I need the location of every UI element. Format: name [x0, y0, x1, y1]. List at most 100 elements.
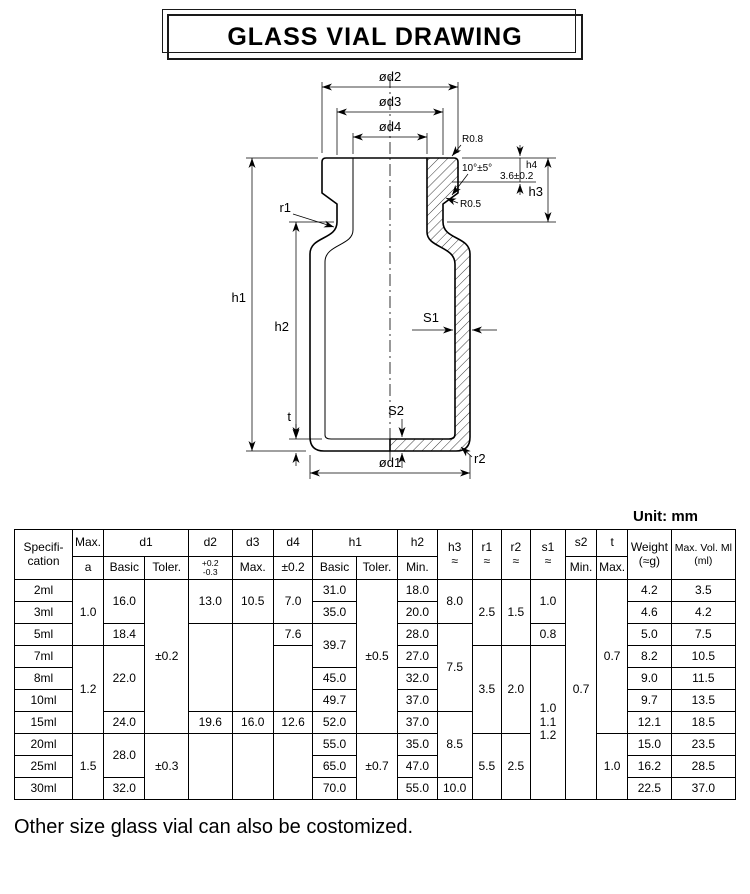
row-label-15ml: 15ml	[14, 711, 73, 734]
dim-od2: ød2	[321, 69, 459, 153]
cell-weight: 4.2	[627, 579, 672, 602]
row-label-10ml: 10ml	[14, 689, 73, 712]
cell-t: 1.0	[596, 733, 629, 800]
table-row: 20ml 1.5 28.0 ±0.3 55.0 ±0.7 35.0 5.5 2.…	[14, 733, 737, 800]
cell-h2: 18.0	[397, 579, 438, 602]
subheader-h1-basic: Basic	[312, 556, 357, 580]
dim-label-od3: ød3	[379, 94, 401, 109]
table-row: 30ml 32.0 70.0 55.0 10.0 22.5 37.0	[14, 777, 737, 800]
cell-h1-basic: 35.0	[312, 601, 357, 624]
cell-weight: 12.1	[627, 711, 672, 734]
dim-label-h1: h1	[232, 290, 246, 305]
dim-label-t: t	[287, 409, 291, 424]
dim-label-angle: 10°±5°	[462, 163, 492, 174]
col-header-h1: h1	[312, 529, 399, 557]
cell-d3: 16.0	[231, 711, 274, 734]
cell-h1-basic: 70.0	[312, 777, 357, 800]
dim-label-r2: r2	[474, 451, 486, 466]
dim-label-r05: R0.5	[460, 199, 482, 210]
dim-taper-angle: 10°±5°	[451, 163, 492, 196]
dim-label-h4-value: 3.6±0.2	[500, 171, 534, 182]
cell-vol: 28.5	[670, 755, 737, 778]
col-header-d4: d4	[272, 529, 314, 557]
table-row: 3ml 35.0 20.0 4.6 4.2	[14, 601, 737, 624]
table-row: 10ml 49.7 37.0 9.7 13.5	[14, 689, 737, 712]
col-header-d1: d1	[103, 529, 189, 557]
row-label-8ml: 8ml	[14, 667, 73, 690]
cell-vol: 23.5	[670, 733, 737, 756]
cell-h2: 28.0	[397, 623, 438, 646]
cell-h3: 7.5	[436, 623, 473, 712]
dim-r2: r2	[460, 446, 486, 466]
dim-label-h2: h2	[275, 319, 289, 334]
subheader-d4-tol: ±0.2	[272, 556, 314, 580]
cell-r1: 5.5	[471, 733, 502, 800]
cell-d1-basic: 16.0	[103, 579, 146, 624]
cell-h2: 20.0	[397, 601, 438, 624]
cell-h1-basic: 39.7	[312, 623, 357, 668]
row-label-2ml: 2ml	[14, 579, 73, 602]
title-wrap: GLASS VIAL DRAWING	[0, 0, 750, 60]
cell-h2: 47.0	[397, 755, 438, 778]
dim-s1: S1	[412, 310, 497, 334]
unit-label: Unit: mm	[633, 508, 698, 525]
cell-vol: 13.5	[670, 689, 737, 712]
subheader-d3-max: Max.	[231, 556, 274, 580]
col-header-d3: d3	[231, 529, 274, 557]
cell-r1: 3.5	[471, 645, 502, 734]
table-row: 5ml 18.4 7.6 39.7 28.0 7.5 0.8 5.0 7.5	[14, 623, 737, 712]
dim-h1: h1	[232, 157, 318, 452]
dim-od4: ød4	[352, 119, 428, 154]
col-header-s1: s1≈	[529, 529, 567, 580]
dim-label-s2: S2	[388, 403, 404, 418]
cell-d3-empty	[231, 733, 274, 800]
col-header-h3: h3≈	[436, 529, 473, 580]
cell-h1-basic: 31.0	[312, 579, 357, 602]
subheader-d1-basic: Basic	[103, 556, 146, 580]
col-header-weight: Weight(≈g)	[627, 529, 672, 580]
cell-d4: 7.6	[272, 623, 314, 646]
dim-label-s1: S1	[423, 310, 439, 325]
header-row-1: Specifi-cation Max. d1 d2 d3 d4 h1 h2 h3…	[14, 529, 737, 580]
dim-s2: S2	[388, 403, 406, 468]
subheader-t-max: Max.	[596, 556, 629, 580]
cell-d4-empty	[272, 733, 314, 800]
table-row: 2ml 1.0 16.0 ±0.2 13.0 10.5 7.0 31.0 ±0.…	[14, 579, 737, 800]
dim-label-r1: r1	[279, 200, 291, 215]
cell-a: 1.0	[71, 579, 105, 646]
col-header-d2: d2	[188, 529, 233, 557]
dim-r1: r1	[279, 200, 335, 228]
dim-label-h3: h3	[529, 184, 543, 199]
title-box: GLASS VIAL DRAWING	[162, 9, 583, 60]
vial-drawing: ød2 ød3 ød4 ød1 h1	[232, 69, 556, 479]
cell-h1-toler: ±0.7	[355, 733, 399, 800]
subheader-d2-tol: +0.2-0.3	[188, 556, 233, 580]
cell-d1-basic: 22.0	[103, 645, 146, 712]
cell-h1-basic: 49.7	[312, 689, 357, 712]
cell-d2-empty	[188, 623, 233, 712]
cell-s1: 0.8	[529, 623, 567, 646]
cell-s2: 0.7	[565, 579, 598, 800]
cell-h2: 27.0	[397, 645, 438, 668]
cell-vol: 11.5	[670, 667, 737, 690]
cell-weight: 9.7	[627, 689, 672, 712]
cell-vol: 18.5	[670, 711, 737, 734]
cell-weight: 22.5	[627, 777, 672, 800]
cell-d2-empty	[188, 733, 233, 800]
dim-h3: h3	[447, 157, 556, 223]
cell-h2: 32.0	[397, 667, 438, 690]
cell-h1-basic: 52.0	[312, 711, 357, 734]
cell-d2: 19.6	[188, 711, 233, 734]
row-label-5ml: 5ml	[14, 623, 73, 646]
cell-weight: 15.0	[627, 733, 672, 756]
cell-h3: 10.0	[436, 777, 473, 800]
subheader-a: a	[71, 556, 105, 580]
dim-t: t	[287, 409, 300, 466]
spec-table: Specifi-cation Max. d1 d2 d3 d4 h1 h2 h3…	[14, 529, 737, 800]
dim-radius-under: R0.5	[445, 197, 482, 210]
cell-weight: 9.0	[627, 667, 672, 690]
cell-d3: 10.5	[231, 579, 274, 624]
cell-h1-basic: 65.0	[312, 755, 357, 778]
cell-h2: 37.0	[397, 689, 438, 712]
col-header-r2: r2≈	[500, 529, 531, 580]
